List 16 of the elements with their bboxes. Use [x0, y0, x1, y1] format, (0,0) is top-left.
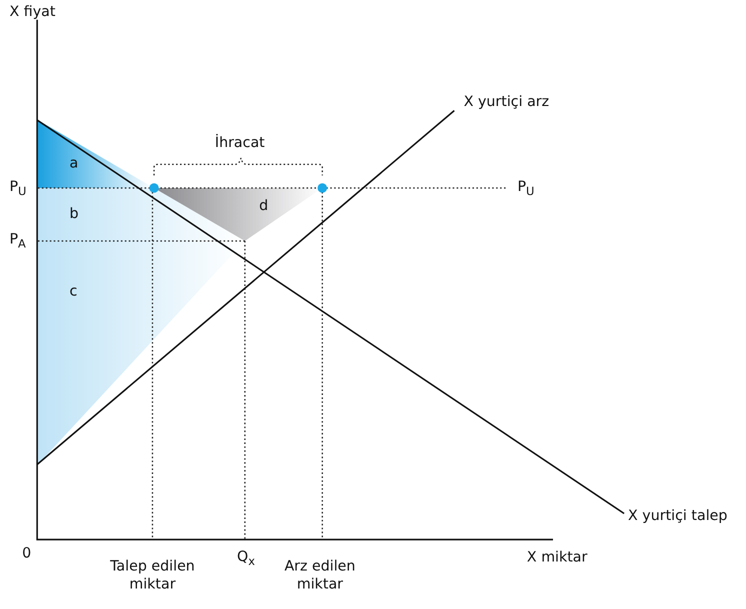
price-label: P$_{A}$ [9, 230, 26, 252]
price-label: P$_{U}$ [9, 178, 26, 200]
bracket-label: İhracat [214, 134, 265, 152]
quantity-label: Arz edilen miktar [283, 558, 356, 594]
quantity-label: Q$_{x}$ [237, 548, 255, 570]
area-label: b [70, 205, 79, 222]
area-label: d [259, 198, 268, 215]
quantity-label: Talep edilen miktar [109, 558, 196, 594]
curve-label: X yurtiçi arz [464, 93, 550, 110]
curve-label: X yurtiçi talep [628, 507, 728, 524]
origin-label: 0 [22, 545, 32, 562]
axis-title: X miktar [526, 549, 588, 566]
area-label: a [70, 154, 78, 172]
price-label: P$_{U}$ [517, 178, 534, 200]
area-label: c [70, 282, 78, 300]
axis-title: X fiyat [9, 3, 56, 20]
